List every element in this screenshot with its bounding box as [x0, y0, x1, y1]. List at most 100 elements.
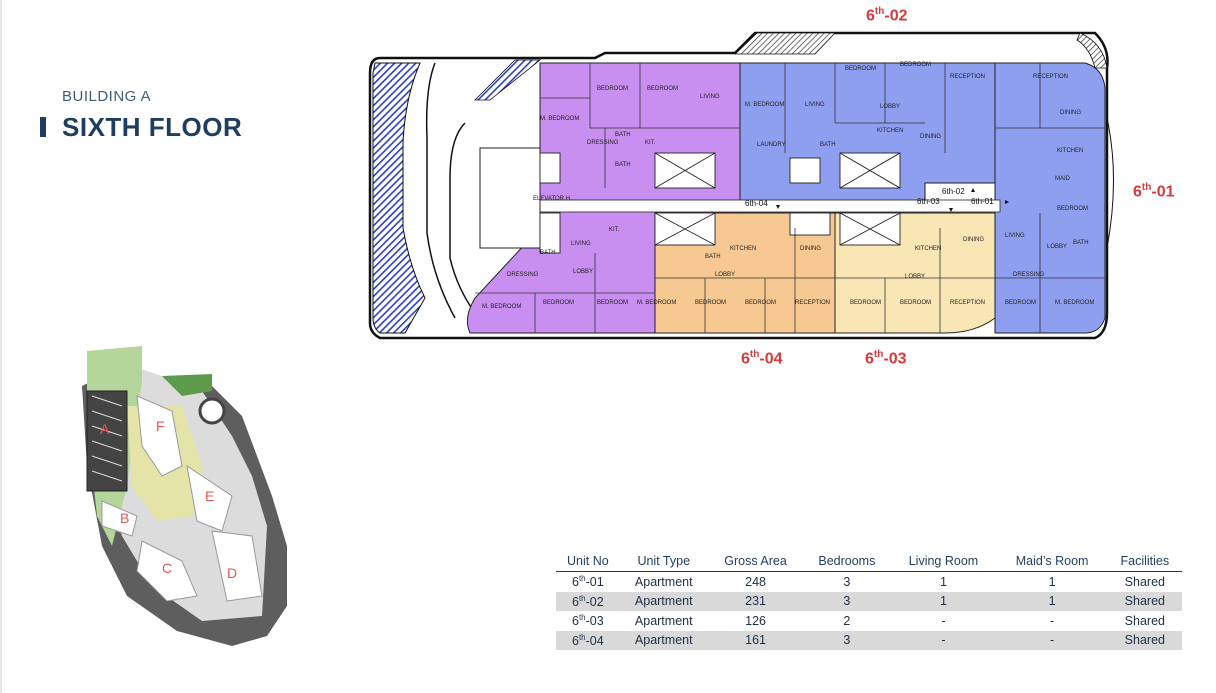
svg-text:LIVING: LIVING	[571, 241, 591, 247]
svg-text:M. BEDROOM: M. BEDROOM	[482, 304, 521, 310]
site-plan: A F E B C D	[82, 346, 287, 646]
svg-text:BEDROOM: BEDROOM	[850, 300, 881, 306]
svg-text:BEDROOM: BEDROOM	[647, 86, 678, 92]
cell-maid: 1	[1048, 574, 1056, 589]
building-label: BUILDING A	[62, 88, 152, 105]
svg-text:KITCHEN: KITCHEN	[1057, 148, 1083, 154]
cell-unit-no: 6th-01	[571, 574, 604, 590]
svg-text:DINING: DINING	[920, 134, 941, 140]
door-label-03: 6th-03	[917, 197, 940, 206]
svg-text:LIVING: LIVING	[805, 102, 825, 108]
svg-text:LIVING: LIVING	[1005, 233, 1025, 239]
svg-text:LIVING: LIVING	[700, 94, 720, 100]
svg-text:BEDROOM: BEDROOM	[900, 300, 931, 306]
svg-text:DRESSING: DRESSING	[507, 272, 539, 278]
site-label-d: D	[227, 565, 237, 581]
svg-text:ELEVATOR H.: ELEVATOR H.	[533, 196, 572, 202]
svg-text:LAUNDRY: LAUNDRY	[757, 142, 786, 148]
svg-text:BATH: BATH	[705, 254, 721, 260]
svg-text:DRESSING: DRESSING	[1013, 272, 1045, 278]
cell-unit-no: 6th-02	[556, 591, 620, 611]
svg-text:BATH: BATH	[540, 250, 556, 256]
svg-text:LOBBY: LOBBY	[1047, 244, 1067, 250]
cell-type: Apartment	[619, 630, 708, 650]
cell-bedrooms: 3	[843, 574, 851, 589]
unit-tag-04: 6th-04	[741, 349, 783, 368]
svg-text:KITCHEN: KITCHEN	[730, 246, 756, 252]
svg-text:BATH: BATH	[615, 132, 631, 138]
cell-facilities: Shared	[1107, 591, 1182, 611]
svg-text:KITCHEN: KITCHEN	[877, 128, 903, 134]
svg-text:MAID: MAID	[1055, 176, 1071, 182]
unit-tag-01: 6th-01	[1133, 182, 1175, 201]
units-table: Unit No Unit Type Gross Area Bedrooms Li…	[556, 552, 1182, 650]
cell-living: 1	[939, 574, 947, 589]
cell-bedrooms: 3	[803, 591, 891, 611]
svg-text:BEDROOM: BEDROOM	[745, 300, 776, 306]
door-label-04: 6th-04	[745, 199, 768, 208]
col-gross-area: Gross Area	[707, 552, 804, 572]
door-label-01: 6th-01	[971, 197, 994, 206]
col-facilities: Facilities	[1107, 552, 1182, 572]
cell-living: -	[890, 630, 997, 650]
svg-text:KITCHEN: KITCHEN	[915, 246, 941, 252]
cell-bedrooms: 2	[843, 613, 851, 628]
svg-text:RECEPTION: RECEPTION	[795, 300, 830, 306]
cell-living: 1	[890, 591, 997, 611]
svg-text:DRESSING: DRESSING	[587, 140, 619, 146]
table-row: 6th-04 Apartment 161 3 - - Shared	[556, 630, 1182, 650]
cell-unit-no: 6th-03	[571, 613, 604, 629]
table-row: 6th-02 Apartment 231 3 1 1 Shared	[556, 591, 1182, 611]
svg-text:LOBBY: LOBBY	[573, 269, 593, 275]
table-row: 6th-01 Apartment 248 3 1 1 Shared	[556, 572, 1182, 592]
site-label-c: C	[162, 560, 172, 576]
cell-area: 126	[745, 613, 766, 628]
site-label-f: F	[156, 418, 165, 434]
cell-facilities: Shared	[1124, 574, 1165, 589]
svg-text:M. BEDROOM: M. BEDROOM	[540, 116, 579, 122]
svg-text:BATH: BATH	[820, 142, 836, 148]
svg-text:BEDROOM: BEDROOM	[695, 300, 726, 306]
svg-text:LOBBY: LOBBY	[715, 272, 735, 278]
col-bedrooms: Bedrooms	[803, 552, 891, 572]
svg-text:BEDROOM: BEDROOM	[845, 66, 876, 72]
cell-facilities: Shared	[1124, 613, 1165, 628]
svg-text:BEDROOM: BEDROOM	[1005, 300, 1036, 306]
svg-text:RECEPTION: RECEPTION	[950, 300, 985, 306]
svg-text:RECEPTION: RECEPTION	[1033, 74, 1068, 80]
site-label-e: E	[205, 488, 214, 504]
cell-unit-no: 6th-04	[556, 630, 620, 650]
table-row: 6th-03 Apartment 126 2 - - Shared	[556, 611, 1182, 631]
door-label-02: 6th-02	[942, 187, 965, 196]
col-unit-no: Unit No	[556, 552, 620, 572]
svg-text:M. BEDROOM: M. BEDROOM	[745, 102, 784, 108]
col-maids-room: Maid’s Room	[996, 552, 1108, 572]
svg-text:DINING: DINING	[963, 237, 984, 243]
unit-tag-03: 6th-03	[865, 349, 907, 368]
cell-area: 248	[745, 574, 766, 589]
col-living-room: Living Room	[890, 552, 997, 572]
cell-type: Apartment	[619, 591, 708, 611]
cell-bedrooms: 3	[803, 630, 891, 650]
site-label-b: B	[120, 510, 129, 526]
svg-text:KIT.: KIT.	[609, 227, 620, 233]
svg-text:BEDROOM: BEDROOM	[900, 62, 931, 68]
svg-text:DINING: DINING	[800, 246, 821, 252]
svg-text:KIT.: KIT.	[645, 140, 656, 146]
svg-text:DINING: DINING	[1060, 110, 1081, 116]
svg-text:BATH: BATH	[1073, 240, 1089, 246]
svg-text:BEDROOM: BEDROOM	[1057, 206, 1088, 212]
page-left-rule	[0, 0, 2, 693]
svg-text:BEDROOM: BEDROOM	[597, 86, 628, 92]
svg-text:M. BEDROOM: M. BEDROOM	[1055, 300, 1094, 306]
unit-tag-02: 6th-02	[866, 6, 908, 25]
col-unit-type: Unit Type	[619, 552, 708, 572]
svg-text:LOBBY: LOBBY	[880, 104, 900, 110]
svg-text:BATH: BATH	[615, 162, 631, 168]
title-accent-bar	[40, 117, 46, 137]
cell-type: Apartment	[634, 613, 693, 628]
svg-text:BEDROOM: BEDROOM	[543, 300, 574, 306]
svg-text:RECEPTION: RECEPTION	[950, 74, 985, 80]
cell-living: -	[941, 613, 946, 628]
